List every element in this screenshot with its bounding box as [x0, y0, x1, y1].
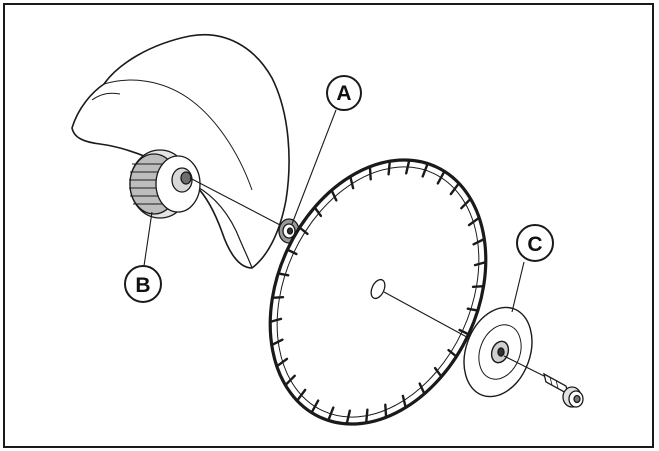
blade-segment-slot: [473, 260, 487, 267]
blade-segment-slot: [447, 348, 458, 358]
blade-segment-slot: [286, 248, 298, 256]
blade-segment-slot: [368, 165, 372, 181]
leader-lines: [143, 109, 525, 313]
blade-segment-slot: [327, 406, 335, 422]
blade-segment-slot: [472, 237, 486, 246]
blade-segment-slot: [467, 216, 481, 227]
blade-segment-slot: [275, 357, 289, 368]
blade-segment-slot: [436, 170, 446, 185]
blade-segment-slot: [271, 296, 285, 299]
blade-segment-slot: [330, 188, 338, 202]
spindle-pulley: [129, 149, 283, 227]
blade-segment-slot: [471, 285, 485, 288]
blade-segment-slot: [310, 399, 320, 414]
saw-blade: [268, 158, 488, 426]
callout-a-label: A: [336, 82, 351, 105]
callout-c-label: C: [527, 233, 542, 256]
blade-segment-slot: [298, 226, 309, 236]
blade-segment-slot: [277, 272, 290, 277]
blade-segment-slot: [458, 328, 470, 336]
inner-flange-washer: [278, 218, 300, 244]
blade-segment-slot: [365, 408, 369, 424]
outer-flange: [463, 306, 533, 398]
blade-segment-slot: [401, 394, 407, 409]
blade-segment-slot: [345, 409, 351, 426]
arbor-bolt: [503, 355, 584, 408]
blade-segment-slot: [418, 382, 426, 395]
blade-segment-slot: [405, 158, 411, 175]
callout-b-label: B: [135, 274, 150, 297]
blade-segment-slot: [421, 162, 429, 178]
blade-segment-slot: [295, 388, 307, 402]
blade-segment-slot: [349, 175, 355, 190]
blade-segment-slot: [384, 403, 388, 419]
blade-guard: [71, 34, 290, 269]
blade-segment-slot: [269, 317, 283, 324]
callout-c: C: [516, 224, 554, 262]
blade-segment-slot: [284, 374, 296, 387]
blade-segment-slot: [449, 182, 461, 196]
callout-a: A: [326, 75, 362, 111]
blade-segment-slot: [313, 206, 323, 218]
blade-segment-slot: [387, 159, 391, 176]
blade-segment-slot: [466, 307, 479, 312]
blade-segment-slot: [433, 366, 443, 378]
callout-b: B: [124, 265, 162, 303]
blade-segment-slot: [460, 197, 472, 210]
blade-segment-slot: [270, 338, 284, 347]
